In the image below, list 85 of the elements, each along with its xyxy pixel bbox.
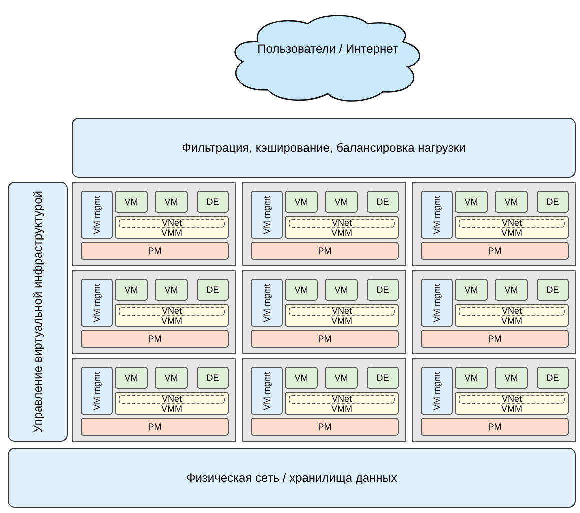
vm-box: VM: [115, 191, 148, 213]
physical-machine-box: PM: [251, 242, 399, 260]
server-panel: [412, 270, 576, 354]
vm-box: DE: [197, 367, 229, 389]
virtual-network-box: VNet: [119, 395, 225, 404]
hypervisor-label: VMM: [330, 228, 354, 238]
hypervisor-label: VMM: [500, 228, 524, 238]
virtual-network-box: VNet: [289, 307, 395, 316]
physical-machine-box: PM: [251, 330, 399, 348]
hypervisor-label: VMM: [160, 404, 184, 414]
vm-box: VM: [285, 367, 318, 389]
physical-machine-box: PM: [251, 418, 399, 436]
vm-box: VM: [115, 367, 148, 389]
hypervisor-label: VMM: [330, 316, 354, 326]
virtual-network-box: VNet: [459, 395, 565, 404]
vm-box: VM: [495, 191, 528, 213]
hypervisor-box: [455, 392, 569, 415]
vm-box: VM: [455, 279, 488, 301]
virtual-network-box: VNet: [119, 307, 225, 316]
vm-management-box: VM mgmt: [81, 367, 113, 415]
vm-box: VM: [285, 191, 318, 213]
vm-box: VM: [285, 279, 318, 301]
vm-box: VM: [325, 191, 358, 213]
vm-management-box: VM mgmt: [81, 279, 113, 327]
server-panel: [242, 182, 406, 266]
physical-machine-box: PM: [81, 242, 229, 260]
physical-machine-box: PM: [421, 330, 569, 348]
vm-management-box: VM mgmt: [421, 367, 453, 415]
physical-machine-box: PM: [421, 418, 569, 436]
virtual-network-box: VNet: [459, 219, 565, 228]
vm-management-box: VM mgmt: [251, 367, 283, 415]
hypervisor-label: VMM: [500, 404, 524, 414]
vm-box: VM: [155, 191, 188, 213]
vm-box: VM: [495, 279, 528, 301]
hypervisor-label: VMM: [330, 404, 354, 414]
vm-management-box: VM mgmt: [251, 279, 283, 327]
hypervisor-label: VMM: [160, 316, 184, 326]
vm-box: DE: [197, 279, 229, 301]
vm-box: VM: [495, 367, 528, 389]
server-panel: [72, 182, 236, 266]
server-panel: [412, 358, 576, 442]
virtual-network-box: VNet: [459, 307, 565, 316]
vm-box: VM: [155, 367, 188, 389]
server-panel: [412, 182, 576, 266]
server-panel: [72, 358, 236, 442]
vm-management-box: VM mgmt: [421, 279, 453, 327]
hypervisor-box: [285, 392, 399, 415]
vm-box: DE: [537, 279, 569, 301]
virtual-network-box: VNet: [119, 219, 225, 228]
vm-box: DE: [537, 367, 569, 389]
hypervisor-label: VMM: [500, 316, 524, 326]
hypervisor-box: [455, 304, 569, 327]
vm-box: DE: [367, 191, 399, 213]
server-panel: [242, 358, 406, 442]
hypervisor-box: [285, 216, 399, 239]
vm-management-box: VM mgmt: [421, 191, 453, 239]
virtual-network-box: VNet: [289, 219, 395, 228]
band-label: Управление виртуальной инфраструктурой: [31, 191, 45, 433]
vm-box: VM: [325, 367, 358, 389]
physical-machine-box: PM: [81, 418, 229, 436]
vm-box: VM: [155, 279, 188, 301]
cloud-label: Пользователи / Интернет: [256, 42, 400, 56]
vm-management-box: VM mgmt: [251, 191, 283, 239]
virtual-network-box: VNet: [289, 395, 395, 404]
vm-box: DE: [367, 367, 399, 389]
vm-box: VM: [455, 367, 488, 389]
hypervisor-label: VMM: [160, 228, 184, 238]
hypervisor-box: [115, 304, 229, 327]
physical-machine-box: PM: [421, 242, 569, 260]
layer-band: Фильтрация, кэширование, балансировка нагрузки: [72, 118, 576, 178]
server-panel: [242, 270, 406, 354]
vm-management-box: VM mgmt: [81, 191, 113, 239]
layer-band: Физическая сеть / хранилища данных: [8, 448, 576, 508]
hypervisor-box: [285, 304, 399, 327]
vm-box: VM: [115, 279, 148, 301]
vm-box: VM: [455, 191, 488, 213]
vm-box: DE: [367, 279, 399, 301]
hypervisor-box: [455, 216, 569, 239]
vm-box: VM: [325, 279, 358, 301]
server-panel: [72, 270, 236, 354]
physical-machine-box: PM: [81, 330, 229, 348]
hypervisor-box: [115, 216, 229, 239]
vm-box: DE: [537, 191, 569, 213]
hypervisor-box: [115, 392, 229, 415]
vm-box: DE: [197, 191, 229, 213]
